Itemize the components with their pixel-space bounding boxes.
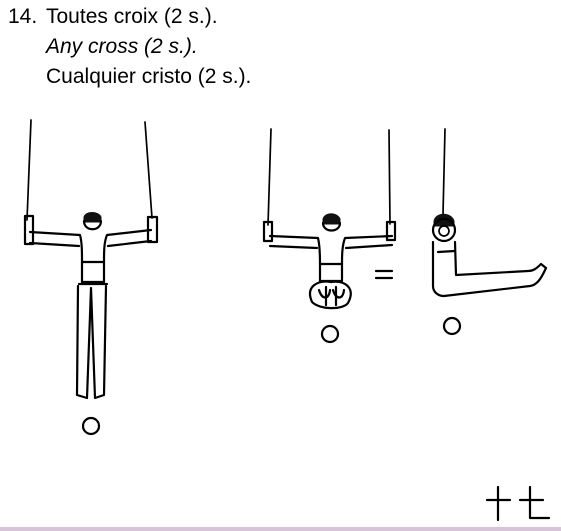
page-bottom-border: [0, 527, 561, 531]
figure-side-view-cross: [433, 129, 546, 334]
hold-symbol-circle-2: [322, 326, 338, 342]
gymnast-hair: [84, 213, 101, 223]
arms-and-shoulders-2: [270, 236, 392, 264]
legs: [77, 286, 106, 398]
tucked-legs: [310, 282, 351, 309]
gymnast-hair-2: [323, 214, 340, 224]
ring-strap-3: [443, 129, 445, 214]
body-and-legs-horizontal: [433, 242, 546, 296]
arms-and-shoulders: [30, 230, 151, 262]
ring-strap-right: [145, 122, 152, 218]
ring-right-2: [387, 222, 395, 240]
cross-symbol: [487, 487, 510, 520]
arm-line: [438, 251, 455, 252]
hold-symbol-circle-3: [444, 318, 460, 334]
torso-2: [320, 264, 342, 281]
figure-straight-cross: [25, 120, 157, 434]
t-symbol: [520, 487, 549, 518]
hold-symbol-circle: [83, 418, 99, 434]
arm-undersides-2: [270, 245, 392, 248]
ring-3: [439, 226, 449, 236]
figure-tuck-cross: [264, 129, 395, 342]
equals-sign: [376, 271, 392, 278]
arm-undersides: [30, 241, 151, 246]
ring-strap-right-2: [389, 130, 390, 224]
knees: [319, 290, 344, 298]
ring-strap-left: [27, 120, 31, 220]
symbol-notation: [487, 487, 549, 520]
ring-strap-left-2: [268, 129, 271, 225]
gymnast-hair-3: [434, 214, 454, 226]
torso: [82, 262, 104, 282]
